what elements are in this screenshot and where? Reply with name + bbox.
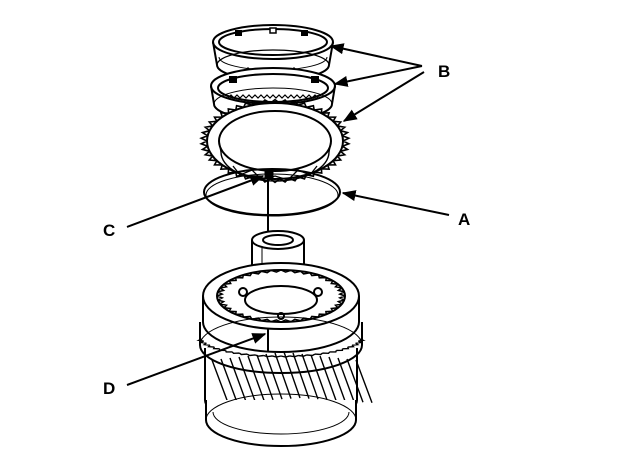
synchro-toothed-ring xyxy=(199,98,351,184)
leader-b-3 xyxy=(342,71,425,122)
callout-d: D xyxy=(103,379,115,398)
gear-tooth-outline xyxy=(199,98,351,184)
leader-lines xyxy=(126,43,450,386)
callout-a: A xyxy=(458,210,470,229)
callout-c: C xyxy=(103,221,115,240)
helical-tooth-lines xyxy=(211,351,373,404)
leader-b-2 xyxy=(333,65,423,87)
leader-b-1 xyxy=(329,43,423,67)
gear-tooth-outline xyxy=(216,269,346,323)
leader-c xyxy=(126,175,265,228)
leader-d xyxy=(126,333,267,386)
callout-b: B xyxy=(438,62,450,81)
leader-a xyxy=(341,190,450,216)
gear-stack xyxy=(196,262,373,447)
